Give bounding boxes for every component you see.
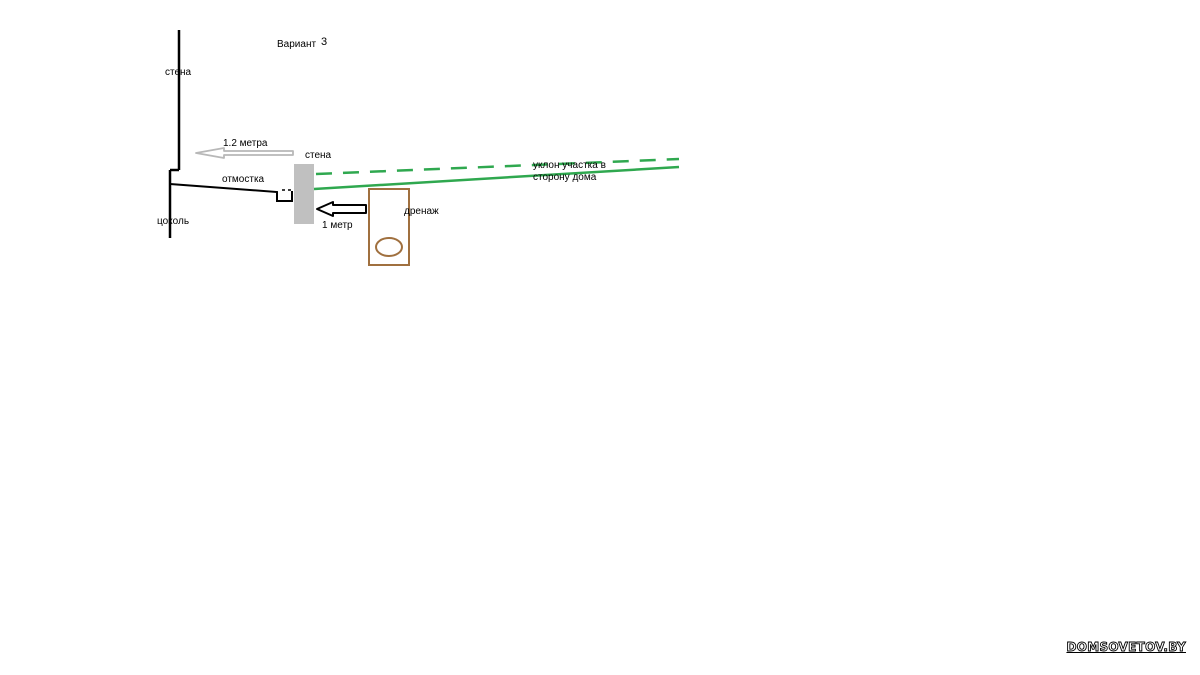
title-label: Вариант xyxy=(277,39,316,50)
retaining-wall xyxy=(294,164,314,224)
blind-area-line xyxy=(169,183,293,202)
distance-blind-area-label: 1.2 метра xyxy=(223,138,268,149)
distance-arrow-gray xyxy=(195,147,294,159)
distance-wall-label: 1 метр xyxy=(322,220,353,231)
wall-left-label: стена xyxy=(165,67,192,78)
plinth-label: цоколь xyxy=(157,216,189,227)
ground-slope-dashed-line xyxy=(315,157,680,176)
ground-slope-line xyxy=(313,165,680,191)
distance-arrow-black xyxy=(316,201,367,217)
wall-right-label: стена xyxy=(305,150,332,161)
slope-label-line1: уклон участка в xyxy=(533,160,606,171)
title-number: 3 xyxy=(321,36,327,48)
watermark-logo: DOMSOVETOV.BY xyxy=(1066,640,1186,655)
drainage-trench xyxy=(368,188,410,266)
drainage-pipe-icon xyxy=(375,237,403,257)
drainage-label: дренаж xyxy=(404,206,439,217)
slope-label-line2: сторону дома xyxy=(533,172,597,183)
blind-area-label: отмостка xyxy=(222,174,265,185)
